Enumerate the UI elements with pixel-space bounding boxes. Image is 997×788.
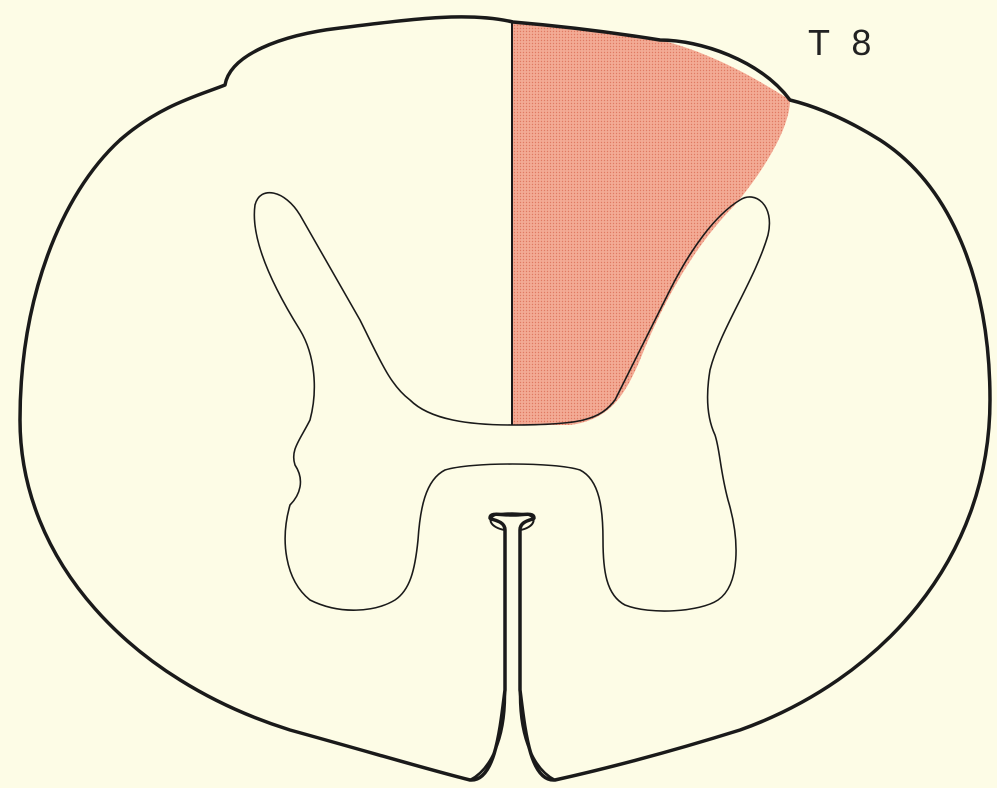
spinal-level-label: T 8	[808, 22, 877, 63]
highlighted-dorsal-column	[512, 22, 790, 425]
central-canal-and-fissure	[505, 530, 520, 690]
ventral-median-fissure	[470, 530, 555, 780]
